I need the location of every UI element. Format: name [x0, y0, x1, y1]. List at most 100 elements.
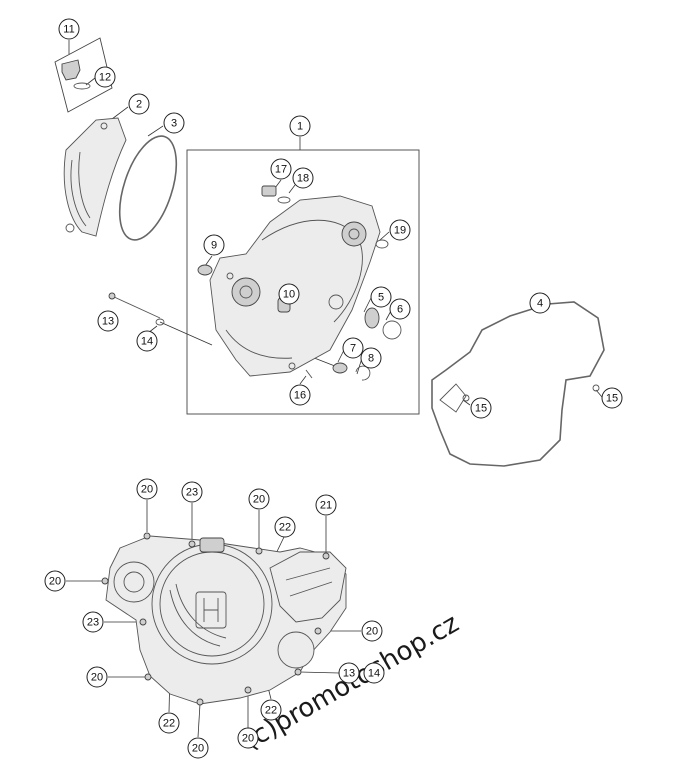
callout-20: 20 — [136, 478, 158, 500]
callout-number: 10 — [283, 289, 295, 301]
callout-number: 7 — [350, 343, 356, 355]
callout-1: 1 — [289, 115, 311, 137]
callout-6: 6 — [389, 298, 411, 320]
callout-number: 5 — [378, 292, 384, 304]
callout-circle — [270, 158, 292, 180]
callout-circle — [181, 481, 203, 503]
o-ring-6 — [382, 320, 402, 340]
callout-number: 14 — [141, 336, 153, 348]
callout-number: 17 — [275, 164, 287, 176]
callout-23: 23 — [181, 481, 203, 503]
callout-number: 21 — [320, 500, 332, 512]
callout-circle — [289, 384, 311, 406]
callout-14: 14 — [363, 662, 385, 684]
seal-9 — [197, 264, 213, 276]
small-parts — [197, 185, 402, 381]
plug-17 — [261, 185, 277, 197]
callout-circle — [289, 115, 311, 137]
circlip-8 — [355, 365, 371, 381]
callout-number: 14 — [368, 668, 380, 680]
callout-number: 22 — [279, 522, 291, 534]
callout-circle — [136, 330, 158, 352]
callout-circle — [44, 570, 66, 592]
callout-circle — [342, 337, 364, 359]
callout-22: 22 — [158, 712, 180, 734]
cover-bolts — [101, 532, 330, 706]
callout-circle — [278, 283, 300, 305]
callout-15: 15 — [470, 397, 492, 419]
screw-16 — [305, 369, 313, 379]
callout-number: 20 — [141, 484, 153, 496]
callout-23: 23 — [82, 611, 104, 633]
callout-number: 20 — [366, 626, 378, 638]
callout-22: 22 — [260, 699, 282, 721]
callout-13: 13 — [338, 662, 360, 684]
callout-17: 17 — [270, 158, 292, 180]
callout-19: 19 — [389, 219, 411, 241]
callout-9: 9 — [203, 234, 225, 256]
cover-gasket-ring — [118, 135, 178, 241]
callout-circle — [361, 620, 383, 642]
callout-circle — [187, 737, 209, 759]
callout-circle — [158, 712, 180, 734]
callout-number: 23 — [186, 487, 198, 499]
callout-number: 19 — [394, 225, 406, 237]
callout-21: 21 — [315, 494, 337, 516]
outer-ignition-cover — [101, 532, 347, 706]
callout-circle — [136, 478, 158, 500]
callout-circle — [128, 93, 150, 115]
callout-7: 7 — [342, 337, 364, 359]
callout-number: 1 — [297, 121, 303, 133]
callout-number: 9 — [211, 240, 217, 252]
callout-3: 3 — [163, 112, 185, 134]
callout-circle — [94, 66, 116, 88]
clutch-cover-assembly-box — [186, 149, 420, 415]
callout-number: 23 — [87, 617, 99, 629]
callout-number: 6 — [397, 304, 403, 316]
callout-number: 15 — [606, 393, 618, 405]
callout-number: 16 — [294, 390, 306, 402]
callout-number: 22 — [163, 718, 175, 730]
filler-plug — [61, 59, 81, 81]
callout-16: 16 — [289, 384, 311, 406]
callout-number: 2 — [136, 99, 142, 111]
callout-circle — [601, 387, 623, 409]
callout-circle — [163, 112, 185, 134]
o-ring-12 — [73, 82, 91, 90]
callout-20: 20 — [237, 727, 259, 749]
callout-20: 20 — [86, 666, 108, 688]
washer-7 — [332, 362, 348, 374]
callout-number: 15 — [475, 403, 487, 415]
callout-number: 12 — [99, 72, 111, 84]
callout-number: 4 — [537, 298, 543, 310]
callout-13: 13 — [97, 310, 119, 332]
washer-14 — [155, 318, 165, 326]
callout-number: 20 — [242, 733, 254, 745]
oil-filler-plug-detail — [54, 37, 113, 113]
callout-circle — [470, 397, 492, 419]
callout-circle — [389, 219, 411, 241]
callout-number: 20 — [91, 672, 103, 684]
callout-12: 12 — [94, 66, 116, 88]
callout-circle — [370, 286, 392, 308]
callout-circle — [274, 516, 296, 538]
callout-circle — [260, 699, 282, 721]
callout-22: 22 — [274, 516, 296, 538]
callout-number: 3 — [171, 118, 177, 130]
callout-2: 2 — [128, 93, 150, 115]
seal-5 — [364, 307, 380, 329]
callout-11: 11 — [58, 18, 80, 40]
callout-14: 14 — [136, 330, 158, 352]
husqvarna-logo-emblem — [195, 591, 227, 629]
callout-18: 18 — [292, 167, 314, 189]
callout-20: 20 — [361, 620, 383, 642]
callout-circle — [97, 310, 119, 332]
o-ring-18 — [277, 196, 291, 204]
callout-20: 20 — [44, 570, 66, 592]
callout-circle — [338, 662, 360, 684]
callout-circle — [237, 727, 259, 749]
callout-number: 22 — [265, 705, 277, 717]
outer-clutch-cover — [63, 117, 127, 237]
